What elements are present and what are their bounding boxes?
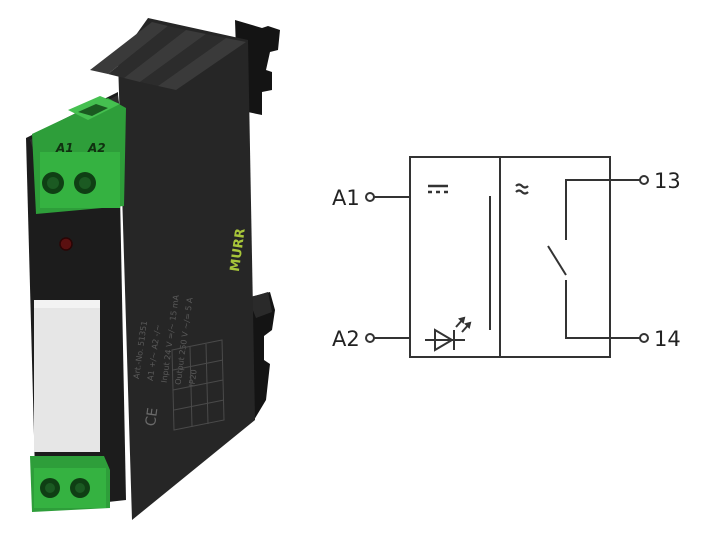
terminal-14-label: 14 (654, 327, 681, 351)
relay-module-image: A1 A2 MURR Art.-No. 51351 A1 +/~ A2 -/~ … (26, 18, 280, 520)
side-marking-grid (171, 339, 225, 431)
terminal-13-node (639, 175, 649, 185)
status-led (59, 237, 73, 251)
ac-symbol (515, 183, 529, 195)
relay-schematic: A1 A2 13 14 (332, 156, 681, 358)
terminal-a1-label: A1 (332, 186, 360, 210)
terminal-tag-a1: A1 (55, 141, 74, 155)
housing-top-ridges (90, 22, 246, 90)
terminal-a2-node (365, 333, 375, 343)
terminal-a1-node (365, 192, 375, 202)
terminal-14-node (639, 333, 649, 343)
label-patch (34, 300, 100, 452)
dc-symbol (428, 184, 448, 194)
ce-mark: CE (143, 407, 161, 428)
terminal-tag-a2: A2 (87, 141, 106, 155)
normally-open-contact (547, 179, 640, 339)
terminal-13-label: 13 (654, 169, 681, 193)
housing-line-5: IP20 (187, 369, 198, 387)
schematic-box (409, 156, 611, 358)
brand-text: MURR (228, 227, 249, 272)
bottom-terminal-block (30, 456, 110, 512)
housing-side (118, 18, 255, 520)
terminal-a2-label: A2 (332, 327, 360, 351)
top-terminal-block: A1 A2 (32, 96, 126, 214)
led-diode-symbol (425, 316, 472, 352)
